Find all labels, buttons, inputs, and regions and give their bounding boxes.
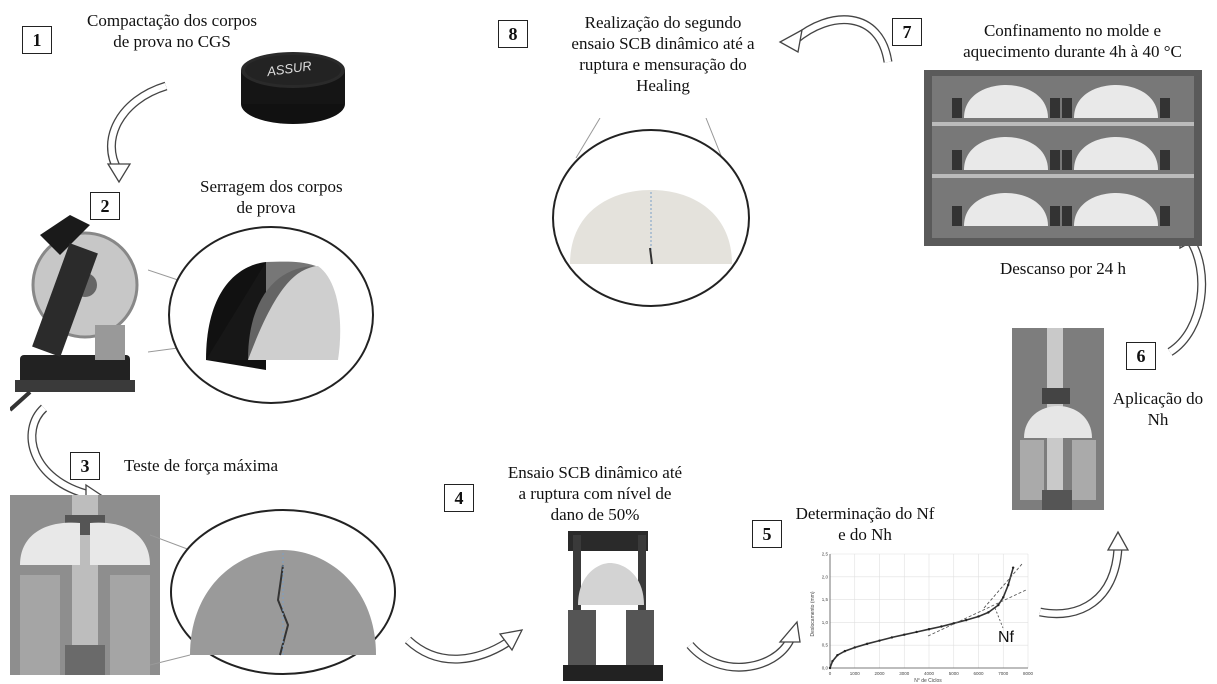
y-tick-label: 0,0	[822, 666, 829, 671]
svg-text:ASSUR: ASSUR	[265, 58, 312, 79]
x-tick-label: 8000	[1023, 671, 1034, 676]
y-tick-label: 0,5	[822, 643, 829, 648]
nf-annotation: Nf	[998, 629, 1015, 646]
data-point	[977, 615, 980, 618]
y-tick-labels: 0,0 0,5 1,0 1,5 2,0 2,5	[822, 552, 829, 671]
data-point	[964, 618, 968, 622]
tangent-line-1	[927, 589, 1027, 637]
chart-grid	[829, 553, 1029, 669]
step-6-number-box: 6	[1126, 342, 1156, 370]
scb-dynamic-test-rig-photo	[563, 531, 663, 681]
nf-determination-chart: 0,0 0,5 1,0 1,5 2,0 2,5 0 1000 2000 3000 4000 5000…	[810, 552, 1034, 684]
arrow-5-to-6	[1039, 530, 1130, 619]
step-2-number-box: 2	[90, 192, 120, 220]
max-force-test-photo	[10, 495, 160, 675]
x-tick-label: 0	[829, 671, 832, 676]
broken-specimen-zoom	[150, 509, 396, 675]
y-tick-label: 2,5	[822, 552, 829, 557]
data-point	[1002, 596, 1005, 599]
compacted-specimen-photo: ASSUR	[241, 52, 345, 124]
rest-period-label: Descanso por 24 h	[999, 259, 1127, 278]
y-tick-label: 1,0	[822, 620, 829, 625]
x-tick-label: 7000	[998, 671, 1009, 676]
sawn-specimen-zoom	[148, 226, 374, 404]
x-tick-labels: 0 1000 2000 3000 4000 5000 6000 7000 8000	[829, 671, 1034, 676]
data-point	[997, 603, 1000, 607]
data-point	[890, 636, 894, 639]
x-tick-label: 1000	[850, 671, 861, 676]
data-point	[828, 666, 832, 670]
step-3-number-box: 3	[70, 452, 100, 480]
data-point	[836, 654, 839, 657]
y-tick-label: 1,5	[822, 597, 829, 602]
x-tick-label: 6000	[973, 671, 984, 676]
arrow-1-to-2	[106, 81, 168, 184]
data-point	[940, 625, 943, 628]
x-axis-label: N° de Ciclos	[914, 678, 942, 684]
x-tick-label: 2000	[874, 671, 885, 676]
data-point	[831, 659, 834, 663]
step-5-number-box: 5	[752, 520, 782, 548]
cutoff-saw-photo	[10, 215, 139, 412]
y-axis-label: Deslocamento (mm)	[810, 591, 816, 636]
step-4-number-box: 4	[444, 484, 474, 512]
nh-application-photo	[1012, 328, 1104, 510]
data-point	[903, 633, 906, 636]
data-point	[865, 642, 869, 646]
x-tick-label: 5000	[949, 671, 960, 676]
data-point	[915, 630, 918, 634]
series-line	[829, 567, 1014, 669]
series-points	[828, 566, 1015, 670]
arrow-7-to-8	[778, 15, 893, 63]
data-point	[1007, 583, 1010, 587]
y-tick-label: 2,0	[822, 574, 829, 579]
data-point	[987, 611, 990, 614]
data-point	[878, 639, 881, 642]
healing-specimen-zoom	[552, 118, 750, 307]
data-point	[843, 649, 847, 653]
data-point	[1011, 566, 1015, 569]
step-3-caption: Teste de força máxima	[123, 456, 279, 475]
arrow-6-to-7	[1167, 226, 1207, 356]
x-tick-label: 4000	[924, 671, 935, 676]
nf-pointer-line	[994, 607, 1004, 629]
arrow-4-to-5	[686, 620, 801, 672]
step-8-number-box: 8	[498, 20, 528, 48]
step-1-number-box: 1	[22, 26, 52, 54]
data-point	[927, 628, 931, 631]
data-point	[853, 646, 856, 649]
oven-confinement-photo	[924, 70, 1202, 246]
arrow-3-to-4	[404, 629, 524, 664]
step-7-number-box: 7	[892, 18, 922, 46]
x-tick-label: 3000	[899, 671, 910, 676]
